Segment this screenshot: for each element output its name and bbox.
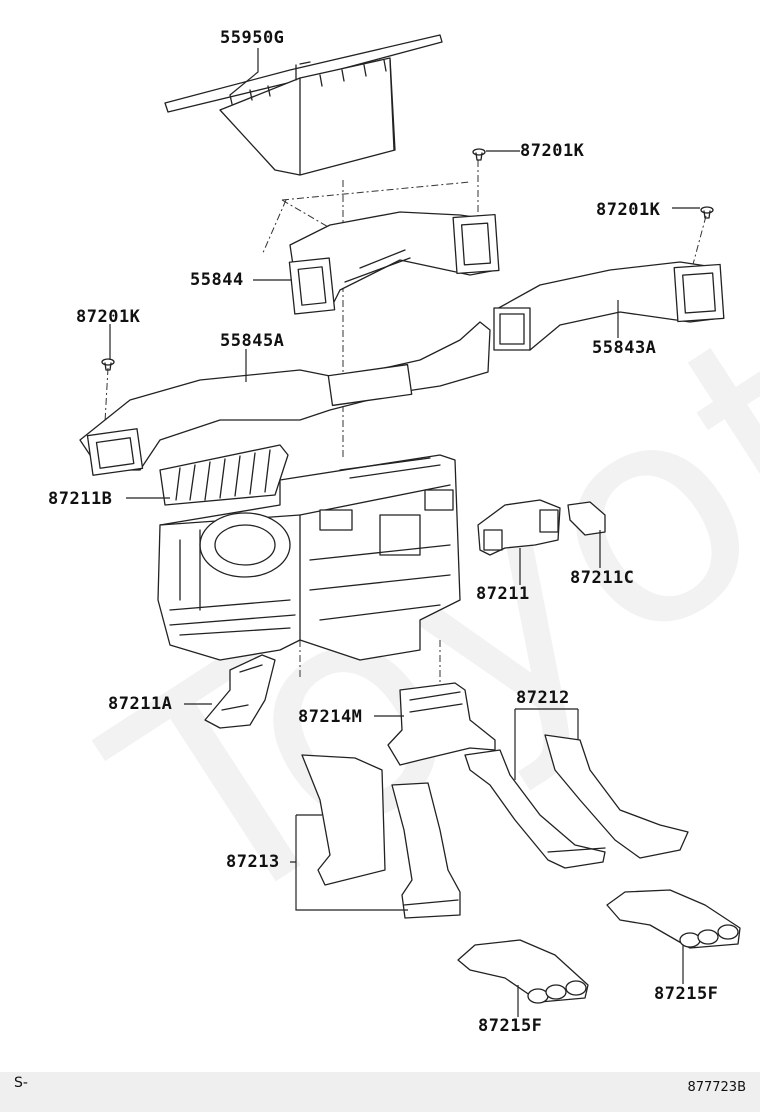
part-87211C-shape[interactable] [567,501,606,536]
label-87211B[interactable]: 87211B [48,489,113,509]
label-87213[interactable]: 87213 [226,852,280,872]
part-87212-duct-a[interactable] [464,749,606,869]
label-87201K-top[interactable]: 87201K [520,141,585,161]
part-87211A-shape[interactable] [204,654,276,729]
label-87215F-bottom[interactable]: 87215F [478,1016,543,1036]
part-87211-shape[interactable] [477,499,561,556]
part-87201K-clip-1[interactable] [472,148,486,161]
leader-lines [109,48,700,1017]
part-87201K-clip-2[interactable] [700,206,714,219]
footer-bar [0,1072,760,1112]
label-87211C[interactable]: 87211C [570,568,635,588]
exploded-parts-diagram [79,34,741,1017]
label-55845A[interactable]: 55845A [220,331,285,351]
part-87213-duct[interactable] [391,782,461,919]
footer-left-text: S- [14,1075,28,1091]
label-55950G[interactable]: 55950G [220,28,285,48]
label-55843A[interactable]: 55843A [592,338,657,358]
part-87213-panel[interactable] [301,754,386,886]
diagram-code: 877723B [687,1080,746,1095]
part-87211B-shape[interactable] [159,444,289,506]
label-87201K-left[interactable]: 87201K [76,307,141,327]
part-87214M-shape[interactable] [387,682,496,766]
label-87215F-right[interactable]: 87215F [654,984,719,1004]
part-87201K-clip-3[interactable] [101,358,115,371]
label-87211[interactable]: 87211 [476,584,530,604]
label-87212[interactable]: 87212 [516,688,570,708]
label-87201K-right[interactable]: 87201K [596,200,661,220]
part-55845A-shape[interactable] [79,321,491,476]
part-55950G-shape[interactable] [164,34,443,176]
part-55844-shape[interactable] [288,211,500,315]
part-hvac-unit-shape[interactable] [157,454,461,661]
label-87214M[interactable]: 87214M [298,707,363,727]
label-87211A[interactable]: 87211A [108,694,173,714]
part-87215F-outlet-right[interactable] [606,889,741,949]
label-55844[interactable]: 55844 [190,270,244,290]
part-55843A-shape[interactable] [493,261,725,351]
part-87215F-outlet-bottom[interactable] [457,939,589,1004]
part-87212-duct-b[interactable] [544,734,689,859]
